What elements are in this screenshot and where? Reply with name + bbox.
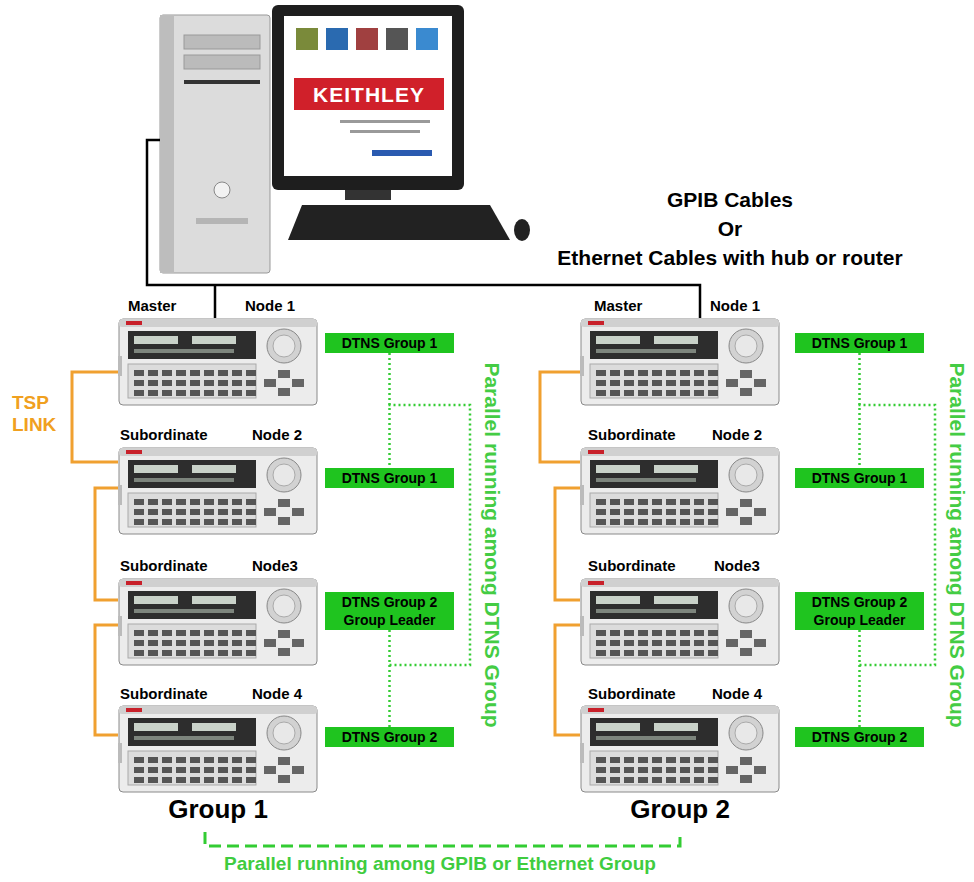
screen-icon <box>356 28 378 50</box>
tower-vent <box>196 218 248 224</box>
screen-banner <box>294 78 444 110</box>
box-text: DTNS Group 2 <box>329 728 450 746</box>
parallel-note: Parallel running among DTNS Group <box>945 362 969 727</box>
role-label: Subordinate <box>120 557 208 574</box>
drive-bay <box>184 35 260 49</box>
instrument <box>118 579 317 665</box>
screen-logo: KEITHLEY <box>313 83 425 107</box>
role-label: Subordinate <box>588 426 676 443</box>
dtns-box: DTNS Group 1 <box>795 468 924 488</box>
screen-line <box>340 120 430 123</box>
box-text: DTNS Group 2 Group Leader <box>799 593 920 629</box>
node-label: Node 4 <box>712 685 762 702</box>
node-label: Node 1 <box>710 297 760 314</box>
power-button <box>214 182 230 198</box>
instrument <box>580 319 779 405</box>
tsp-link-wire <box>72 372 118 735</box>
group-label: Group 2 <box>630 795 730 825</box>
dtns-box: DTNS Group 1 <box>325 468 454 488</box>
tower-side <box>160 15 174 273</box>
group-label: Group 1 <box>168 795 268 825</box>
drive-bay <box>184 55 260 69</box>
dtns-box: DTNS Group 1 <box>795 333 924 353</box>
screen-icon <box>416 28 438 50</box>
node-label: Node 1 <box>245 297 295 314</box>
tsp-link-wire <box>540 372 580 735</box>
node-label: Node3 <box>252 557 298 574</box>
cable-note: Or <box>718 217 743 241</box>
screen-icon <box>386 28 408 50</box>
link-label: TSP LINK <box>12 392 62 436</box>
dtns-link <box>858 353 861 468</box>
role-label: Subordinate <box>588 685 676 702</box>
cable-note: GPIB Cables <box>667 188 793 212</box>
instrument <box>580 448 779 534</box>
node-label: Node 4 <box>252 685 302 702</box>
monitor-stand <box>345 190 391 200</box>
instrument <box>580 706 779 792</box>
box-text: DTNS Group 2 <box>799 728 920 746</box>
dtns-box: DTNS Group 2 <box>795 727 924 747</box>
group-bracket <box>205 832 680 846</box>
dtns-link <box>858 630 861 727</box>
dtns-box: DTNS Group 2 Group Leader <box>795 592 924 630</box>
network-cable <box>147 140 700 318</box>
role-label: Subordinate <box>120 426 208 443</box>
monitor-bezel <box>272 5 464 190</box>
dtns-box: DTNS Group 2 Group Leader <box>325 592 454 630</box>
instrument <box>118 319 317 405</box>
dtns-box: DTNS Group 2 <box>325 727 454 747</box>
dtns-box: DTNS Group 1 <box>325 333 454 353</box>
box-text: DTNS Group 1 <box>329 334 450 352</box>
screen-line <box>350 130 420 133</box>
node-label: Node 2 <box>252 426 302 443</box>
role-label: Master <box>128 297 176 314</box>
screen-icon <box>326 28 348 50</box>
role-label: Subordinate <box>120 685 208 702</box>
instrument <box>118 706 317 792</box>
pc-tower <box>160 15 270 273</box>
parallel-note: Parallel running among DTNS Group <box>480 362 504 727</box>
dtns-link <box>388 353 391 468</box>
mouse <box>514 219 530 241</box>
box-text: DTNS Group 1 <box>799 334 920 352</box>
instrument <box>118 448 317 534</box>
dtns-link <box>388 630 391 727</box>
role-label: Master <box>594 297 642 314</box>
monitor-screen <box>284 16 452 176</box>
parallel-note: Parallel running among GPIB or Ethernet … <box>224 853 656 875</box>
box-text: DTNS Group 1 <box>799 469 920 487</box>
tower-stripe <box>184 80 260 84</box>
box-text: DTNS Group 2 Group Leader <box>329 593 450 629</box>
node-label: Node3 <box>714 557 760 574</box>
keyboard <box>288 205 510 240</box>
box-text: DTNS Group 1 <box>329 469 450 487</box>
node-label: Node 2 <box>712 426 762 443</box>
screen-line <box>372 150 432 156</box>
role-label: Subordinate <box>588 557 676 574</box>
cable-note: Ethernet Cables with hub or router <box>557 246 902 270</box>
instrument <box>580 579 779 665</box>
screen-icon <box>296 28 318 50</box>
